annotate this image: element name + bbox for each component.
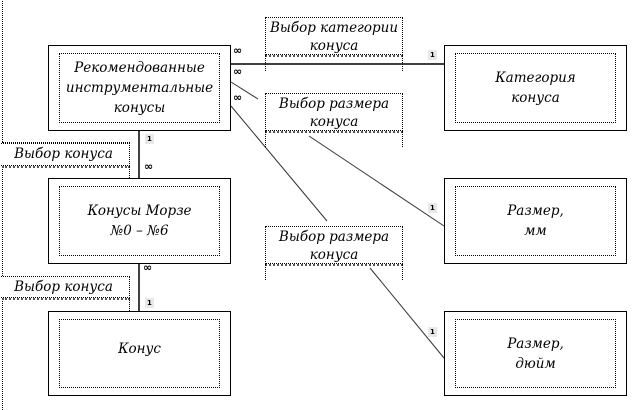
relationship-base-line [2, 298, 130, 300]
entity-label: Размер, мм [507, 203, 564, 239]
relationship-leg [129, 298, 130, 311]
connector-recommended-size-mm-a [230, 81, 259, 100]
connector-recommended-size-inch-b [369, 267, 445, 359]
cardinality-many-icon: ∞ [143, 261, 152, 274]
relationship-select-cone-2[interactable]: Выбор конуса [0, 276, 130, 298]
cardinality-many-icon: ∞ [233, 44, 242, 57]
relationship-leg [265, 264, 266, 280]
relationship-base-line [2, 166, 130, 168]
relationship-select-size-inch[interactable]: Выбор размера конуса [265, 226, 403, 264]
entity-inner: Конус [59, 319, 220, 388]
relationship-label: Выбор размера конуса [278, 229, 390, 263]
cardinality-one-icon: 1 [428, 50, 437, 60]
entity-label: Рекомендованные инструментальные конусы [65, 60, 214, 116]
relationship-base-line [265, 264, 403, 266]
cardinality-one-icon: 1 [145, 298, 154, 308]
relationship-base-line [265, 55, 403, 57]
entity-inner: Рекомендованные инструментальные конусы [59, 53, 220, 123]
cardinality-one-icon: 1 [428, 203, 437, 213]
relationship-leg [402, 55, 403, 71]
relationship-label: Выбор конуса [14, 146, 113, 162]
relationship-select-size-mm[interactable]: Выбор размера конуса [265, 93, 403, 131]
entity-label: Конусы Морзе №0 – №6 [87, 203, 192, 239]
entity-size-inch[interactable]: Размер, дюйм [444, 311, 627, 396]
relationship-leg [402, 264, 403, 280]
relationship-leg [402, 131, 403, 147]
relationship-base-line [2, 142, 130, 143]
relationship-leg [265, 55, 266, 71]
entity-cone[interactable]: Конус [48, 311, 231, 396]
cardinality-many-icon: ∞ [233, 65, 242, 78]
left-group-outline [2, 0, 4, 410]
entity-inner: Размер, дюйм [455, 319, 616, 388]
relationship-select-cone-1[interactable]: Выбор конуса [0, 143, 130, 166]
entity-label: Конус [118, 340, 161, 357]
relationship-label: Выбор размера конуса [278, 96, 390, 130]
entity-morse-cones[interactable]: Конусы Морзе №0 – №6 [48, 178, 231, 264]
relationship-label: Выбор категории конуса [269, 20, 399, 54]
entity-label: Размер, дюйм [507, 335, 564, 372]
entity-cone-category[interactable]: Категория конуса [444, 45, 627, 131]
cardinality-one-icon: 1 [428, 327, 437, 337]
cardinality-one-icon: 1 [145, 134, 154, 144]
entity-recommended-cones[interactable]: Рекомендованные инструментальные конусы [48, 45, 231, 131]
connector-recommended-size-inch-a [230, 105, 328, 222]
relationship-leg [129, 166, 130, 178]
entity-inner: Категория конуса [455, 53, 616, 123]
entity-size-mm[interactable]: Размер, мм [444, 178, 627, 264]
entity-inner: Размер, мм [455, 186, 616, 256]
entity-label: Категория конуса [495, 70, 576, 106]
relationship-base-line [265, 131, 403, 133]
entity-inner: Конусы Морзе №0 – №6 [59, 186, 220, 256]
relationship-select-category[interactable]: Выбор категории конуса [265, 17, 403, 55]
connector-recommended-size-mm-b [308, 135, 445, 227]
relationship-label: Выбор конуса [14, 279, 113, 295]
cardinality-many-icon: ∞ [233, 91, 242, 104]
relationship-leg [265, 131, 266, 147]
cardinality-many-icon: ∞ [144, 160, 153, 173]
